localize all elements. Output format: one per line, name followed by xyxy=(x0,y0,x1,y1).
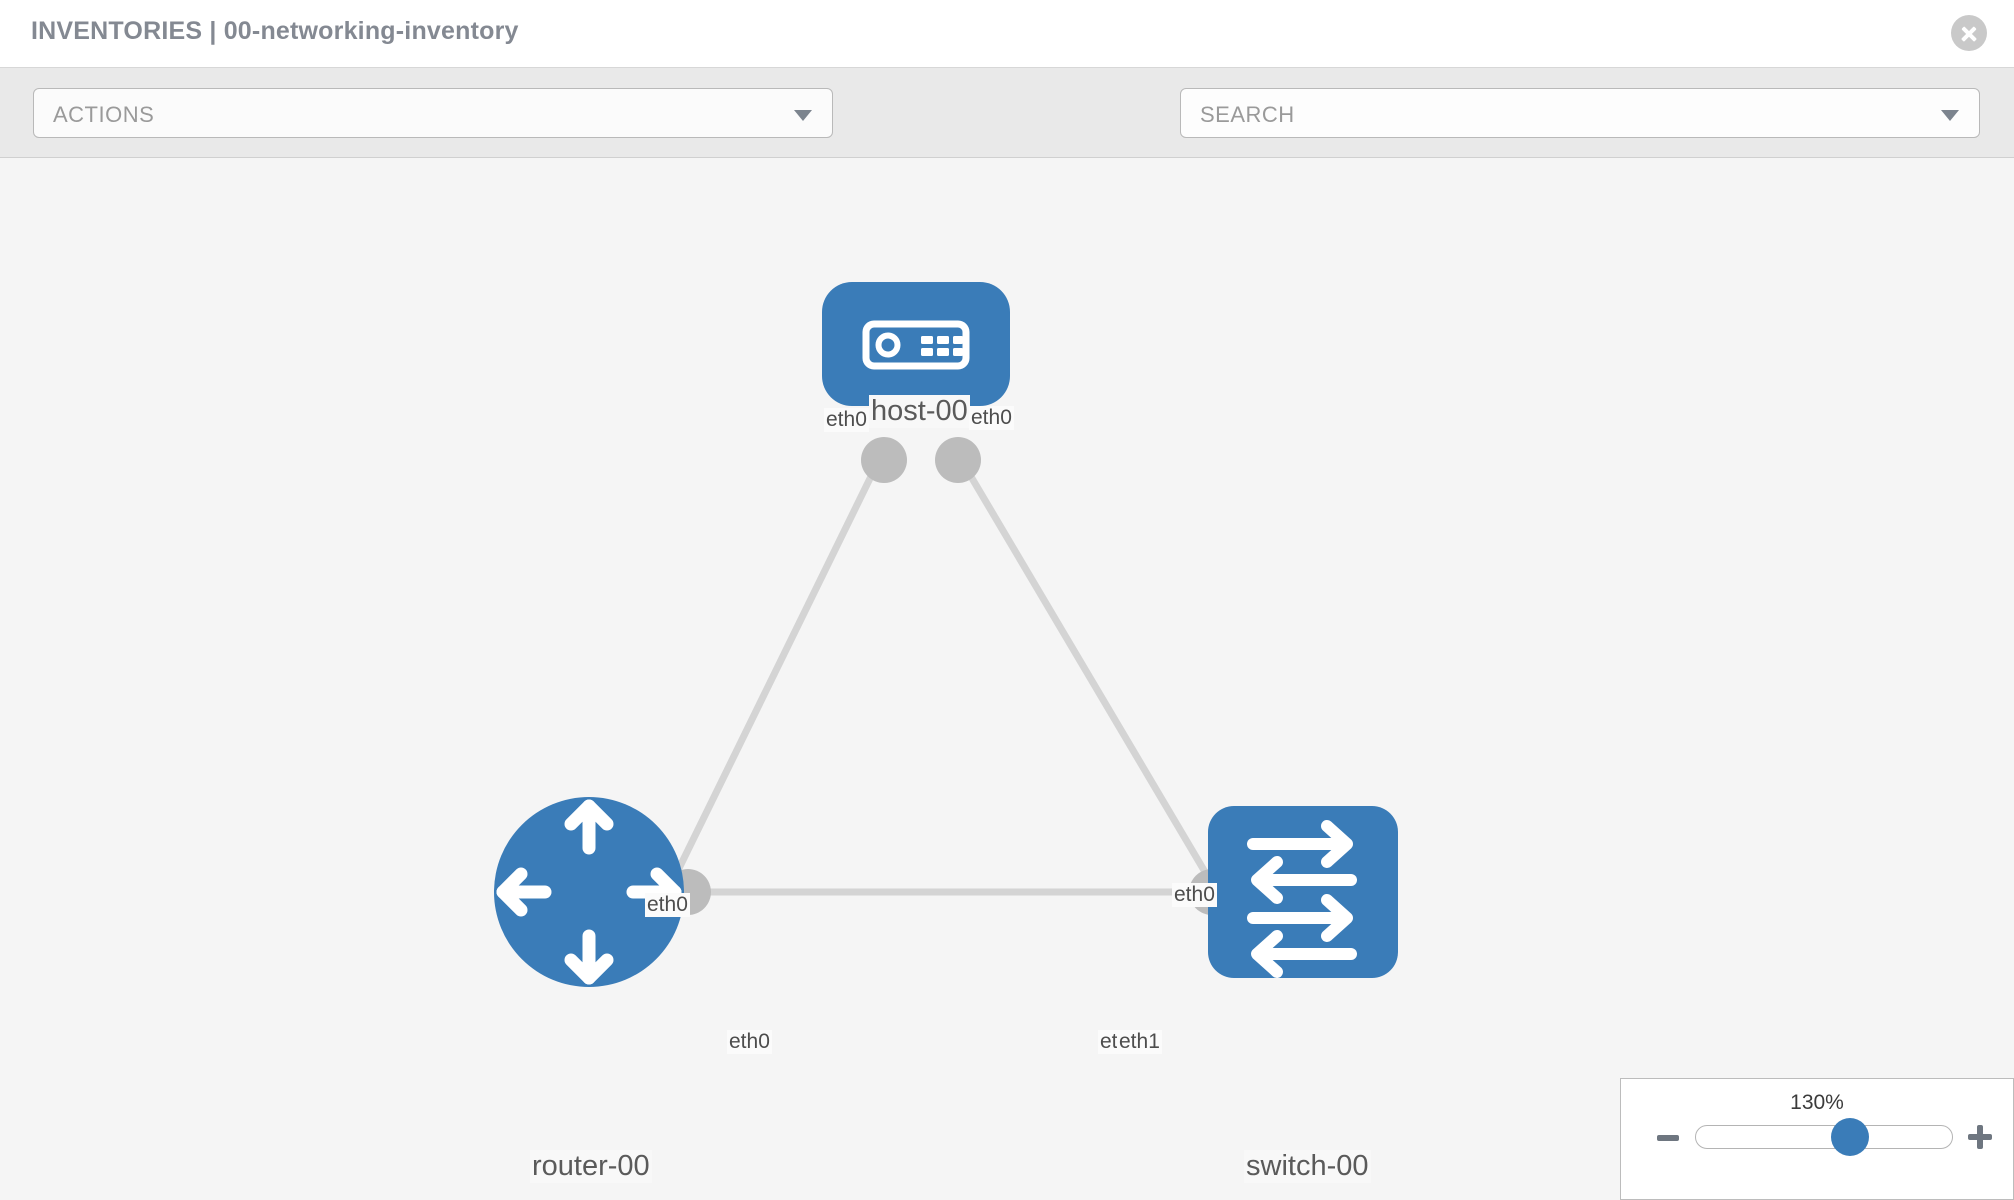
iface-label-router-right: eth0 xyxy=(727,1030,772,1054)
node-host-00 xyxy=(822,282,1010,406)
actions-dropdown-label: ACTIONS xyxy=(53,102,155,127)
topology-canvas[interactable]: host-00 eth0 eth0 eth0 eth0 eth0 eth0 et… xyxy=(0,158,2014,1200)
zoom-level-label: 130% xyxy=(1790,1091,1844,1114)
graph-connectors xyxy=(665,437,1268,915)
iface-label-host-left: eth0 xyxy=(824,408,869,432)
connector-host-left xyxy=(861,437,907,483)
chevron-down-icon xyxy=(794,110,812,121)
server-icon xyxy=(862,320,970,370)
chevron-down-icon xyxy=(1941,110,1959,121)
iface-label-switch-up: eth0 xyxy=(1172,883,1217,907)
search-input[interactable]: SEARCH xyxy=(1180,88,1980,138)
iface-label-switch-eth1: eth1 xyxy=(1117,1030,1162,1054)
node-label-router: router-00 xyxy=(530,1150,652,1183)
topology-graph xyxy=(494,282,1398,987)
toolbar: ACTIONS SEARCH xyxy=(0,68,2014,195)
minus-icon[interactable] xyxy=(1657,1135,1679,1141)
graph-edges xyxy=(636,456,1254,950)
iface-label-host-right: eth0 xyxy=(969,406,1014,430)
node-label-switch: switch-00 xyxy=(1244,1150,1371,1183)
page-header: INVENTORIES | 00-networking-inventory xyxy=(0,0,2014,68)
zoom-slider-track[interactable] xyxy=(1695,1125,1953,1149)
plus-icon[interactable] xyxy=(1968,1125,1992,1149)
page-title: INVENTORIES | 00-networking-inventory xyxy=(31,17,519,45)
edge-host-switch xyxy=(956,456,1254,950)
router-icon xyxy=(496,799,682,985)
close-icon[interactable] xyxy=(1951,15,1987,51)
switch-icon xyxy=(1247,820,1357,978)
node-switch-00 xyxy=(1208,806,1398,978)
node-label-host: host-00 xyxy=(869,395,970,428)
zoom-slider-handle[interactable] xyxy=(1831,1118,1870,1156)
node-router-00 xyxy=(494,797,684,987)
search-placeholder: SEARCH xyxy=(1200,102,1295,127)
connector-host-right xyxy=(935,437,981,483)
actions-dropdown[interactable]: ACTIONS xyxy=(33,88,833,138)
zoom-control-panel: 130% xyxy=(1620,1078,2014,1200)
iface-label-router-up: eth0 xyxy=(645,893,690,917)
